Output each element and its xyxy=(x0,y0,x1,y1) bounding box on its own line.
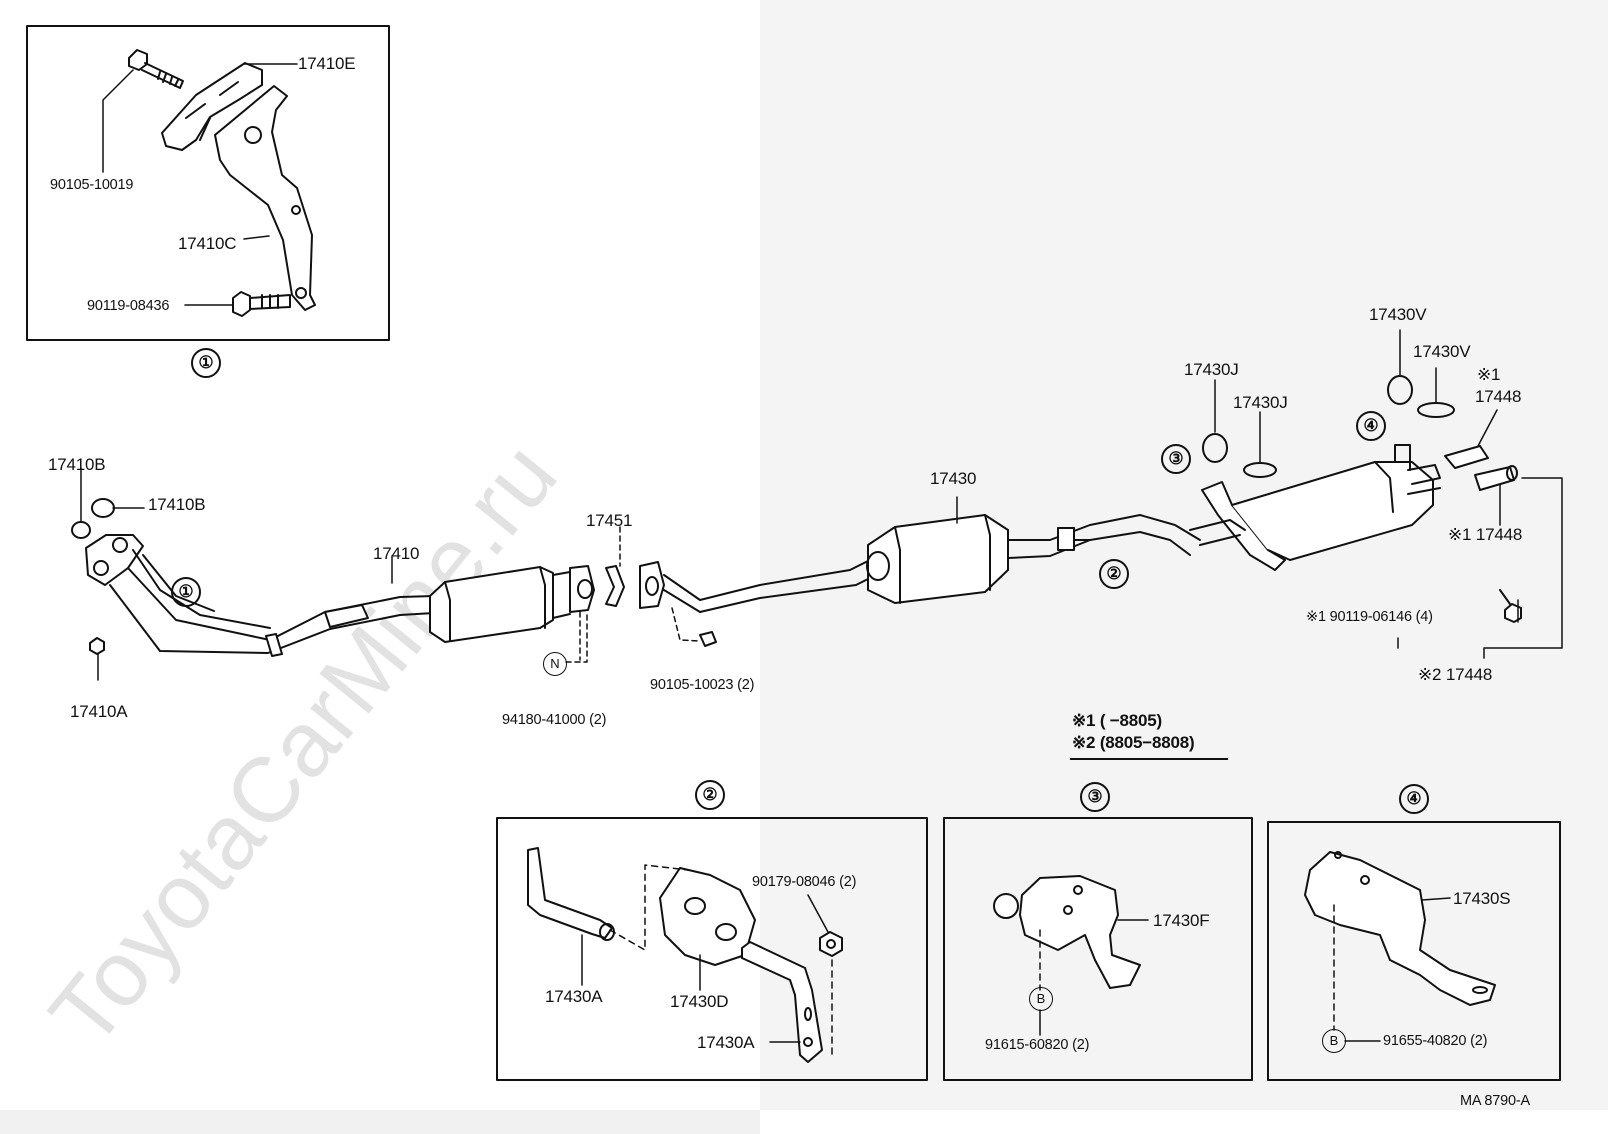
panel-number-1: ① xyxy=(191,348,221,378)
bracket-17410C-drawing xyxy=(214,85,316,311)
label-91655-40820: 91655-40820 (2) xyxy=(1383,1033,1488,1049)
tail-muffler-drawing xyxy=(1189,444,1518,571)
label-17451: 17451 xyxy=(586,511,633,530)
intermediate-pipe-drawing xyxy=(639,554,883,647)
hanger-17430A-drawing xyxy=(527,847,615,941)
label-94180-41000: 94180-41000 (2) xyxy=(502,712,607,728)
label-17430V-1: 17430V xyxy=(1369,305,1427,324)
panel-3-frame xyxy=(943,817,1253,1081)
ring-17430V-drawing xyxy=(1387,375,1455,418)
callout-panel-2: ② xyxy=(1099,559,1129,589)
panel-1-frame xyxy=(26,25,390,341)
leader-lines-center xyxy=(565,526,621,663)
dashed-lines-panel-2 xyxy=(609,864,833,1056)
insulator-17430D-drawing xyxy=(659,867,756,966)
label-17410B-1: 17410B xyxy=(48,455,106,474)
panel-number-3: ③ xyxy=(1080,782,1110,812)
leader-lines-tail xyxy=(1214,329,1563,659)
label-17448-c: ※2 17448 xyxy=(1418,665,1493,684)
panel-number-4: ④ xyxy=(1399,784,1429,814)
callout-panel-4: ④ xyxy=(1356,411,1386,441)
legend-line-2: ※2 (8805−8808) xyxy=(1072,733,1195,752)
label-17430: 17430 xyxy=(930,469,977,488)
label-17430J-1: 17430J xyxy=(1184,360,1239,379)
nut-17410A-drawing xyxy=(89,637,105,655)
label-17430D: 17430D xyxy=(670,992,729,1011)
center-muffler-drawing xyxy=(429,565,595,643)
ring-17430J-drawing xyxy=(1202,433,1277,478)
label-17430S: 17430S xyxy=(1453,889,1511,908)
bracket-17410E-drawing xyxy=(161,62,263,151)
label-17448-b: ※1 17448 xyxy=(1448,525,1523,544)
label-90179-08046: 90179-08046 (2) xyxy=(752,874,857,890)
marker-b-panel-4: B xyxy=(1322,1029,1346,1053)
label-90105-10023: 90105-10023 (2) xyxy=(650,677,755,693)
legend-line-1: ※1 ( −8805) xyxy=(1072,711,1163,730)
label-17430J-2: 17430J xyxy=(1233,393,1288,412)
callout-panel-1: ① xyxy=(171,577,201,607)
gasket-17451-drawing xyxy=(605,565,625,607)
muffler-17430-drawing xyxy=(866,514,1201,604)
leader-lines-panel-2 xyxy=(581,894,829,1043)
label-17430A-2: 17430A xyxy=(697,1033,755,1052)
diagram-code: MA 8790-A xyxy=(1460,1093,1530,1109)
label-17410: 17410 xyxy=(373,544,420,563)
panel-4-frame xyxy=(1267,821,1561,1081)
nut-90179-08046-drawing xyxy=(819,931,843,957)
bracket-17430F-drawing xyxy=(993,875,1141,989)
label-17448-a: 17448 xyxy=(1475,387,1522,406)
bracket-17430S-drawing xyxy=(1304,851,1496,1006)
leader-lines-front xyxy=(80,467,393,681)
label-90105-10019: 90105-10019 xyxy=(50,177,134,193)
marker-n: N xyxy=(543,652,567,676)
leader-lines-panel-4 xyxy=(1421,897,1451,901)
label-17430V-2: 17430V xyxy=(1413,342,1471,361)
bolt-90119-08436-drawing xyxy=(232,291,291,317)
legend-underline xyxy=(1070,758,1228,760)
label-17410C: 17410C xyxy=(178,234,237,253)
label-17448-a-mark: ※1 xyxy=(1477,365,1501,384)
label-91615-60820: 91615-60820 (2) xyxy=(985,1037,1090,1053)
label-90119-06146: ※1 90119-06146 (4) xyxy=(1306,609,1433,625)
panel-2-frame xyxy=(496,817,928,1081)
panel-number-2: ② xyxy=(695,780,725,810)
label-17430F: 17430F xyxy=(1153,911,1210,930)
label-17430A-1: 17430A xyxy=(545,987,603,1006)
gasket-17410B-drawing xyxy=(71,498,115,539)
leader-lines-panel-1 xyxy=(102,63,298,306)
label-17410E: 17410E xyxy=(298,54,356,73)
label-17410B-2: 17410B xyxy=(148,495,206,514)
callout-panel-3: ③ xyxy=(1161,444,1191,474)
label-17410A: 17410A xyxy=(70,702,128,721)
marker-b-panel-3: B xyxy=(1029,987,1053,1011)
bolt-90105-10019-drawing xyxy=(128,49,184,89)
label-90119-08436: 90119-08436 xyxy=(87,298,170,314)
hanger-17430A-2-drawing xyxy=(741,941,823,1063)
bolt-90119-06146-drawing xyxy=(1499,589,1522,623)
